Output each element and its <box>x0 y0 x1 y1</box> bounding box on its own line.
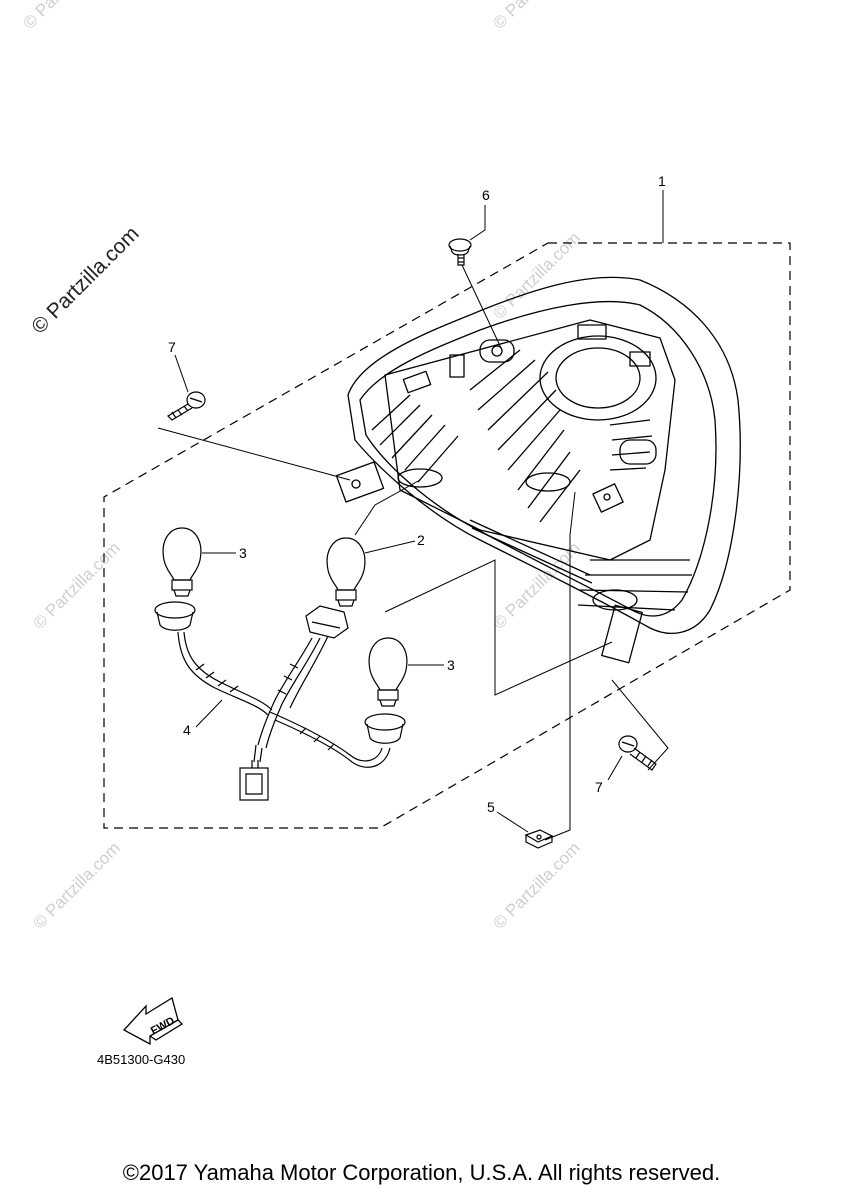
leader-2 <box>364 540 416 554</box>
diagram-code: 4B51300-G430 <box>97 1052 185 1067</box>
callout-3-left: 3 <box>239 545 247 561</box>
part-5-clip <box>524 829 554 849</box>
leader-5 <box>496 811 529 833</box>
watermark-faint: © Partzilla.com <box>29 838 123 932</box>
watermark-faint: © Partzilla.com <box>489 838 583 932</box>
callout-3-right: 3 <box>447 657 455 673</box>
callout-4: 4 <box>183 722 191 738</box>
tail-light-housing <box>335 276 741 664</box>
leader-4 <box>195 699 223 728</box>
part-7-screw-upper <box>167 391 206 421</box>
watermark-faint: © Partzilla.com <box>19 0 113 33</box>
watermark-faint: © Partzilla.com <box>489 0 583 33</box>
callout-7-lower: 7 <box>595 779 603 795</box>
leader-7-lower <box>607 755 623 781</box>
watermark-main: © Partzilla.com <box>27 222 143 338</box>
assembly-boundary <box>103 242 791 829</box>
fwd-arrow-icon: FWD <box>122 996 184 1046</box>
callout-2: 2 <box>417 532 425 548</box>
callout-5: 5 <box>487 799 495 815</box>
callout-7-upper: 7 <box>168 339 176 355</box>
part-2-bulb <box>326 537 366 607</box>
part-3-bulb-right <box>368 637 408 707</box>
watermark-faint: © Partzilla.com <box>29 538 123 632</box>
copyright-notice: ©2017 Yamaha Motor Corporation, U.S.A. A… <box>122 1160 721 1185</box>
part-4-wire-harness <box>154 601 406 801</box>
part-7-screw-lower <box>618 735 657 771</box>
leader-6 <box>469 205 486 241</box>
callout-1: 1 <box>658 173 666 189</box>
callout-6: 6 <box>482 187 490 203</box>
leader-7-upper <box>174 354 189 393</box>
part-3-bulb-left <box>162 527 202 597</box>
part-6-grommet <box>448 238 472 266</box>
